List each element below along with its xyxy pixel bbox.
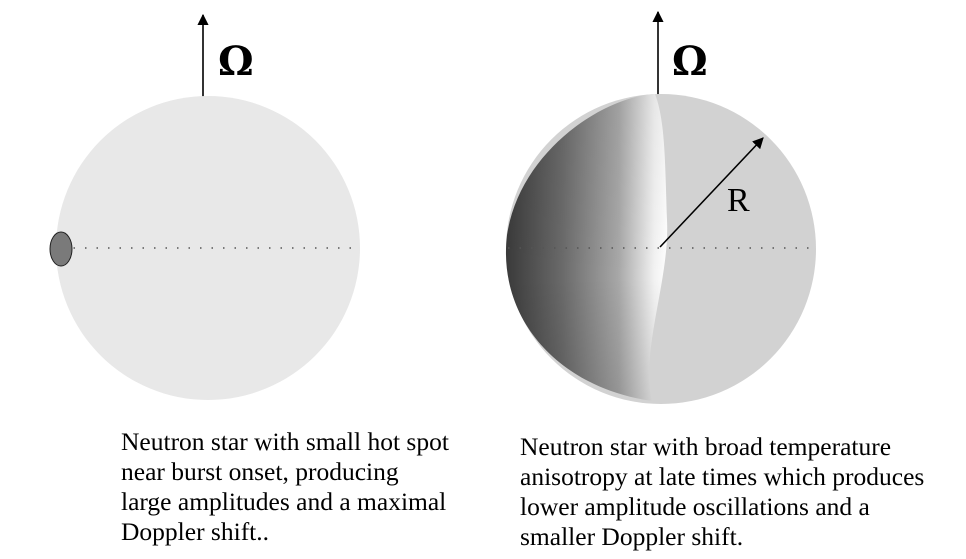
radius-arrow (659, 137, 764, 248)
hot-spot (49, 231, 73, 267)
left-star-diagram (49, 13, 360, 400)
left-neutron-star (56, 96, 360, 400)
right-omega-label: Ω (672, 38, 708, 85)
left-omega-label: Ω (218, 38, 254, 85)
right-star-diagram (505, 10, 816, 404)
radius-label: R (727, 182, 750, 219)
left-caption: Neutron star with small hot spot near bu… (121, 427, 449, 546)
shading-overlay (505, 94, 668, 401)
right-caption: Neutron star with broad temperature anis… (520, 432, 925, 551)
